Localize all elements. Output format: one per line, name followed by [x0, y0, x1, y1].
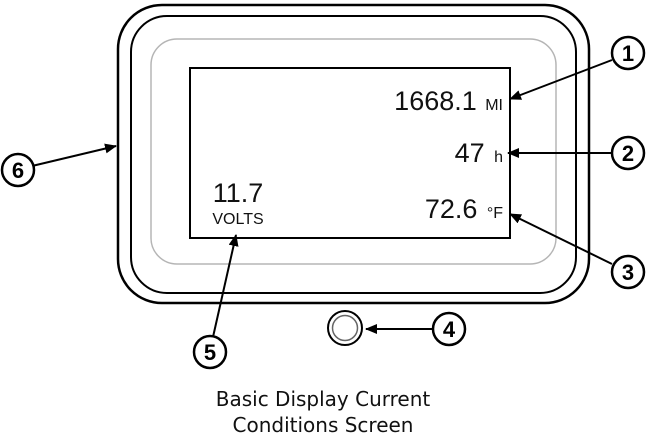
caption-line-2: Conditions Screen	[232, 413, 414, 437]
callout-4: 4	[431, 311, 467, 347]
hours-value: 47	[455, 138, 485, 168]
voltage-value: 11.7	[213, 178, 264, 208]
callout-1: 1	[610, 35, 646, 71]
callout-2: 2	[610, 135, 646, 171]
temperature-readout: 72.6 °F	[425, 194, 503, 224]
lcd-screen	[189, 67, 511, 239]
svg-text:6: 6	[12, 158, 24, 183]
odometer-value: 1668.1	[394, 86, 477, 116]
svg-text:4: 4	[443, 317, 456, 342]
leader-line-6	[31, 143, 117, 167]
temperature-unit: °F	[487, 205, 503, 222]
hours-unit: h	[494, 149, 503, 166]
odometer-unit: MI	[485, 97, 503, 114]
temperature-value: 72.6	[425, 194, 478, 224]
callout-3: 3	[610, 254, 646, 290]
leader-line-5	[212, 234, 239, 338]
voltage-unit: VOLTS	[212, 211, 263, 228]
odometer-readout: 1668.1 MI	[394, 86, 503, 116]
svg-text:1: 1	[622, 41, 634, 66]
hours-readout: 47 h	[455, 138, 503, 168]
control-button-inner	[331, 314, 359, 342]
bezel-outline	[150, 38, 557, 265]
figure-caption: Basic Display Current Conditions Screen	[0, 386, 646, 438]
callout-6: 6	[0, 152, 36, 188]
svg-text:3: 3	[622, 260, 634, 285]
leader-line-3	[509, 213, 613, 265]
leader-line-1	[509, 59, 613, 100]
svg-text:5: 5	[204, 340, 216, 365]
callout-5: 5	[192, 334, 228, 370]
caption-line-1: Basic Display Current	[215, 387, 431, 411]
svg-text:2: 2	[622, 141, 634, 166]
housing-inner-frame	[130, 15, 577, 294]
